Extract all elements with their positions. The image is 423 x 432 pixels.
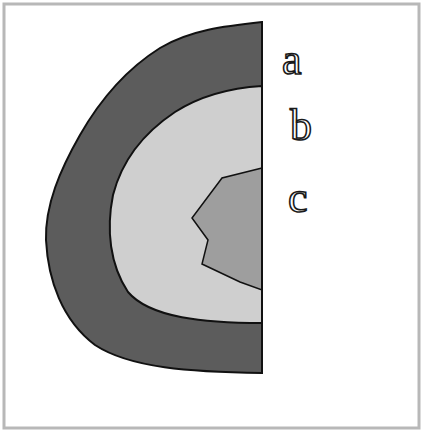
- inner-core: [192, 168, 262, 290]
- outer-layer: [46, 22, 262, 373]
- middle-layer: [110, 86, 262, 323]
- picture-frame: [4, 4, 419, 428]
- part-letter: b: [290, 104, 312, 148]
- part-letter: c: [288, 176, 308, 220]
- section-cut: [261, 22, 263, 373]
- part-letter: a: [282, 38, 302, 82]
